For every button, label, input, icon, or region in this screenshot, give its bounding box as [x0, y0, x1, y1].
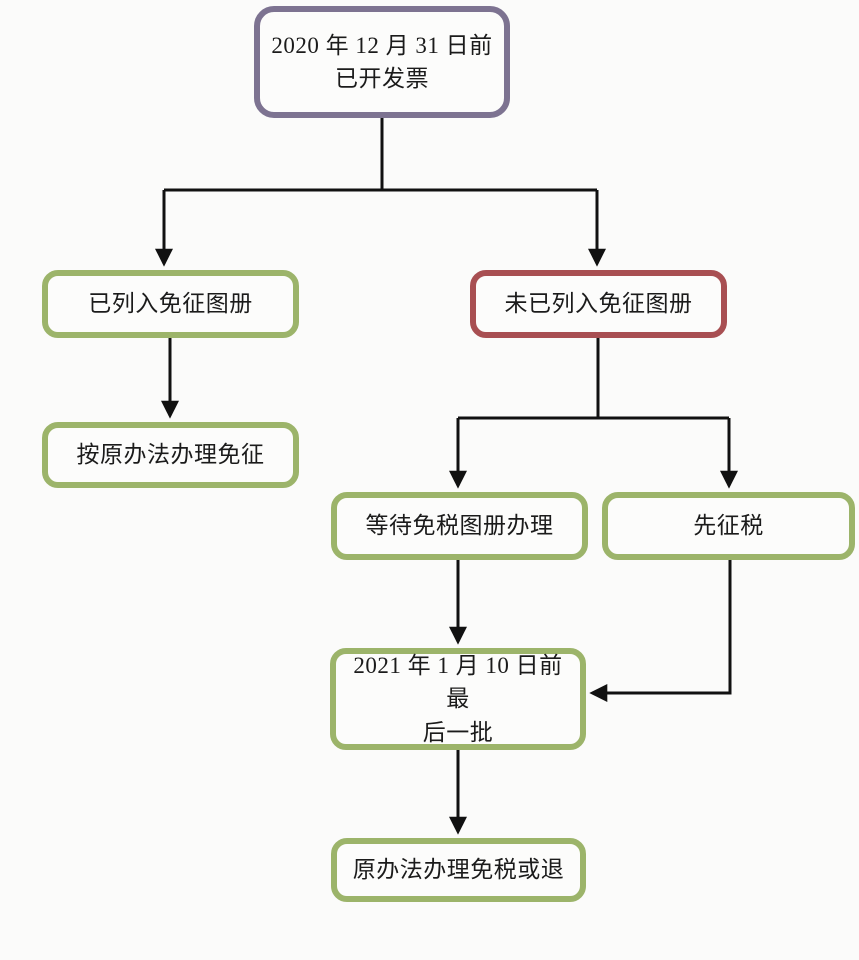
- node-label: 原办法办理免税或退: [352, 857, 565, 883]
- node-not-listed-in-exemption-catalog[interactable]: 未已列入免征图册: [470, 270, 727, 338]
- node-invoice-before-2020-12-31[interactable]: 2020 年 12 月 31 日前 已开发票: [254, 6, 510, 118]
- node-label: 未已列入免征图册: [504, 291, 693, 317]
- node-exempt-by-original-method[interactable]: 按原办法办理免征: [42, 422, 299, 488]
- node-label: 先征税: [693, 513, 764, 539]
- node-label: 2020 年 12 月 31 日前 已开发票: [271, 32, 493, 91]
- node-wait-for-tax-free-catalog[interactable]: 等待免税图册办理: [331, 492, 588, 560]
- node-label: 按原办法办理免征: [76, 442, 265, 468]
- node-levy-tax-first[interactable]: 先征税: [602, 492, 855, 560]
- node-listed-in-exemption-catalog[interactable]: 已列入免征图册: [42, 270, 299, 338]
- node-label: 等待免税图册办理: [365, 513, 554, 539]
- node-label: 2021 年 1 月 10 日前最 后一批: [353, 652, 563, 745]
- edge-levy-to-last-batch: [589, 560, 732, 702]
- node-original-method-exempt-or-refund[interactable]: 原办法办理免税或退: [331, 838, 586, 902]
- node-label: 已列入免征图册: [88, 291, 253, 317]
- node-last-batch-before-2021-01-10[interactable]: 2021 年 1 月 10 日前最 后一批: [330, 648, 586, 750]
